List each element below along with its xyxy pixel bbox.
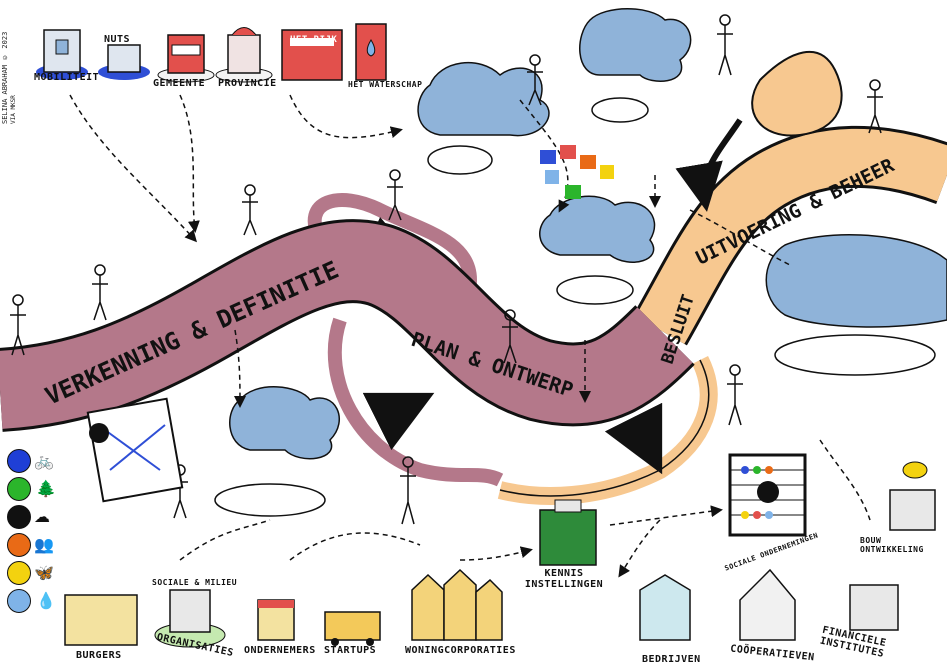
map-board bbox=[86, 397, 184, 503]
icon-waterschap bbox=[355, 23, 387, 81]
label-gemeente: GEMEENTE bbox=[153, 78, 206, 89]
label-sociale-milieu: SOCIALE & MILIEU bbox=[152, 578, 238, 587]
butterfly-icon: 🦋 bbox=[34, 563, 54, 582]
icon-het-rijk bbox=[281, 29, 343, 81]
legend-dot-yellow bbox=[7, 561, 31, 585]
legend-dot-lightblue bbox=[7, 589, 31, 613]
label-kennis-instellingen: KENNIS INSTELLINGEN bbox=[524, 568, 604, 590]
tree-icon: 🌲 bbox=[36, 479, 56, 498]
icon-cooperatieven bbox=[739, 568, 796, 641]
icon-bedrijven bbox=[639, 574, 691, 641]
icon-nuts bbox=[98, 44, 150, 80]
icon-woningcorporaties bbox=[411, 568, 503, 641]
label-provincie: PROVINCIE bbox=[218, 78, 277, 89]
label-waterschap: HET WATERSCHAP bbox=[348, 80, 423, 89]
label-het-rijk: HET RIJK bbox=[290, 35, 338, 45]
icon-organisaties bbox=[154, 589, 226, 648]
abacus bbox=[728, 453, 807, 537]
label-burgers: BURGERS bbox=[76, 650, 122, 661]
puzzle-pieces bbox=[540, 145, 614, 199]
dashed-arrows bbox=[69, 94, 871, 578]
water-drop-icon: 💧 bbox=[36, 591, 56, 610]
legend-dot-orange bbox=[7, 533, 31, 557]
icon-bouw-ontwikkeling bbox=[889, 461, 936, 531]
icon-startups bbox=[324, 611, 381, 646]
label-startups: STARTUPS bbox=[324, 645, 377, 656]
icon-provincie bbox=[215, 27, 273, 83]
label-ondernemers: ONDERNEMERS bbox=[244, 645, 316, 656]
icon-mobiliteit bbox=[36, 29, 88, 80]
signature-line: SELINA ABRAHAM © 2023 bbox=[1, 31, 9, 124]
icon-financiele-instituties bbox=[849, 584, 899, 631]
legend-dot-blue bbox=[7, 449, 31, 473]
label-bedrijven: BEDRIJVEN bbox=[642, 654, 701, 665]
bicycle-icon: 🚲 bbox=[34, 451, 54, 470]
icon-gemeente bbox=[157, 34, 215, 83]
people-icon: 👥 bbox=[34, 535, 54, 554]
cloud-icon: ☁ bbox=[34, 507, 50, 526]
artist-signature-2: VIA MKSR bbox=[10, 4, 24, 124]
meeting-tables bbox=[214, 97, 936, 517]
legend-dot-black bbox=[7, 505, 31, 529]
icon-ondernemers bbox=[257, 599, 295, 641]
label-mobiliteit: MOBILITEIT bbox=[34, 72, 100, 83]
label-bouw-ontwikkeling: BOUW ONTWIKKELING bbox=[860, 536, 924, 554]
cloud-shapes bbox=[229, 8, 947, 460]
road-main bbox=[0, 219, 695, 475]
icon-kennis-instellingen bbox=[539, 499, 597, 566]
label-nuts: NUTS bbox=[104, 34, 131, 45]
legend-dot-green bbox=[7, 477, 31, 501]
label-woningcorporaties: WONINGCORPORATIES bbox=[405, 645, 516, 656]
icon-burgers bbox=[64, 594, 138, 646]
signature-line-2: VIA MKSR bbox=[10, 95, 17, 124]
